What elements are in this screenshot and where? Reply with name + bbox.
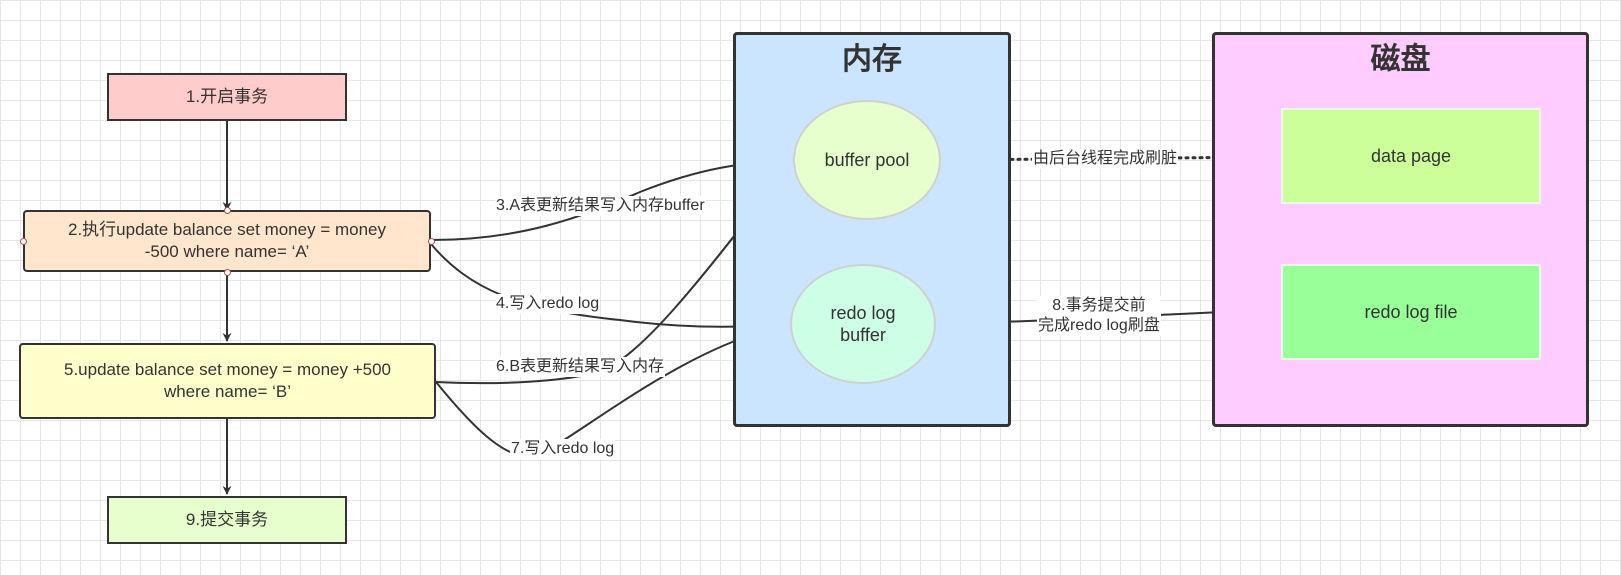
connection-point [20,238,27,245]
step5-update-b[interactable]: 5.update balance set money = money +500 … [19,343,436,419]
connection-point [428,238,435,245]
redo-log-buffer-label: redo log buffer [830,303,896,345]
redo-log-file-label: redo log file [1364,301,1458,322]
edge-label-step6: 6.B表更新结果写入内存 [495,357,666,377]
edge-label-flush-dirty: 由后台线程完成刷脏 [1032,149,1179,169]
step9-commit-transaction[interactable]: 9.提交事务 [107,496,347,544]
redo-log-buffer-node[interactable]: redo log buffer [790,264,936,384]
disk-container[interactable] [1212,32,1589,427]
memory-title: 内存 [842,42,902,77]
step2-label: 2.执行update balance set money = money -50… [68,220,386,261]
edge-label-step4: 4.写入redo log [495,294,601,314]
redo-log-file-node[interactable]: redo log file [1281,264,1541,360]
step5-label: 5.update balance set money = money +500 … [63,360,391,401]
step1-begin-transaction[interactable]: 1.开启事务 [107,73,347,121]
buffer-pool-label: buffer pool [824,150,910,170]
edge-label-step3: 3.A表更新结果写入内存buffer [495,196,706,216]
edge-label-step7: 7.写入redo log [510,439,616,459]
data-page-node[interactable]: data page [1281,108,1541,204]
step2-update-a[interactable]: 2.执行update balance set money = money -50… [23,210,431,272]
data-page-label: data page [1370,145,1452,166]
buffer-pool-node[interactable]: buffer pool [793,100,941,220]
disk-title: 磁盘 [1370,42,1431,77]
step1-label: 1.开启事务 [185,87,269,106]
connection-point [224,207,231,214]
connection-point [224,269,231,276]
edge-label-step8: 8.事务提交前 完成redo log刷盘 [1037,296,1161,336]
step9-label: 9.提交事务 [185,510,269,529]
